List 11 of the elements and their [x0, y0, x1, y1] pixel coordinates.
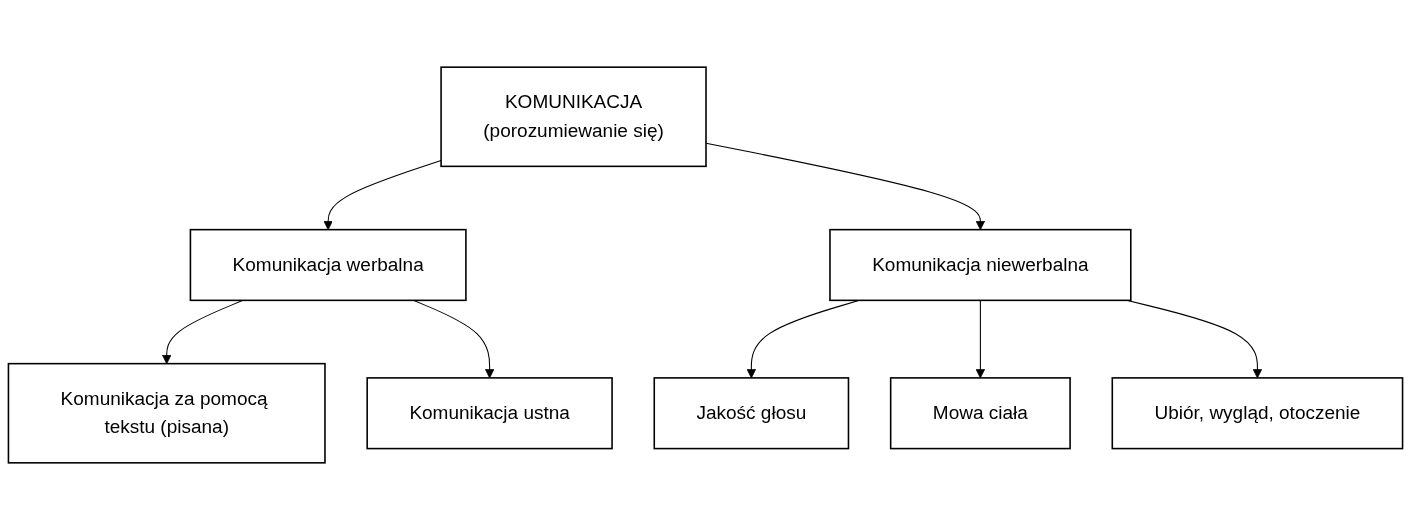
node-box: Komunikacja niewerbalna	[829, 228, 1132, 302]
node-box: Komunikacja za pomocą tekstu (pisana)	[7, 362, 326, 464]
node-box: Komunikacja ustna	[366, 377, 613, 450]
arrow	[323, 160, 442, 231]
node-box: Mowa ciała	[889, 377, 1071, 450]
node-box: Komunikacja werbalna	[189, 228, 467, 302]
node-box: Ubiór, wygląd, otoczenie	[1111, 377, 1404, 450]
arrow	[1126, 299, 1263, 379]
arrow	[975, 299, 985, 379]
node-box: KOMUNIKACJA (porozumiewanie się)	[440, 66, 707, 168]
node-box: Jakość głosu	[653, 377, 850, 450]
